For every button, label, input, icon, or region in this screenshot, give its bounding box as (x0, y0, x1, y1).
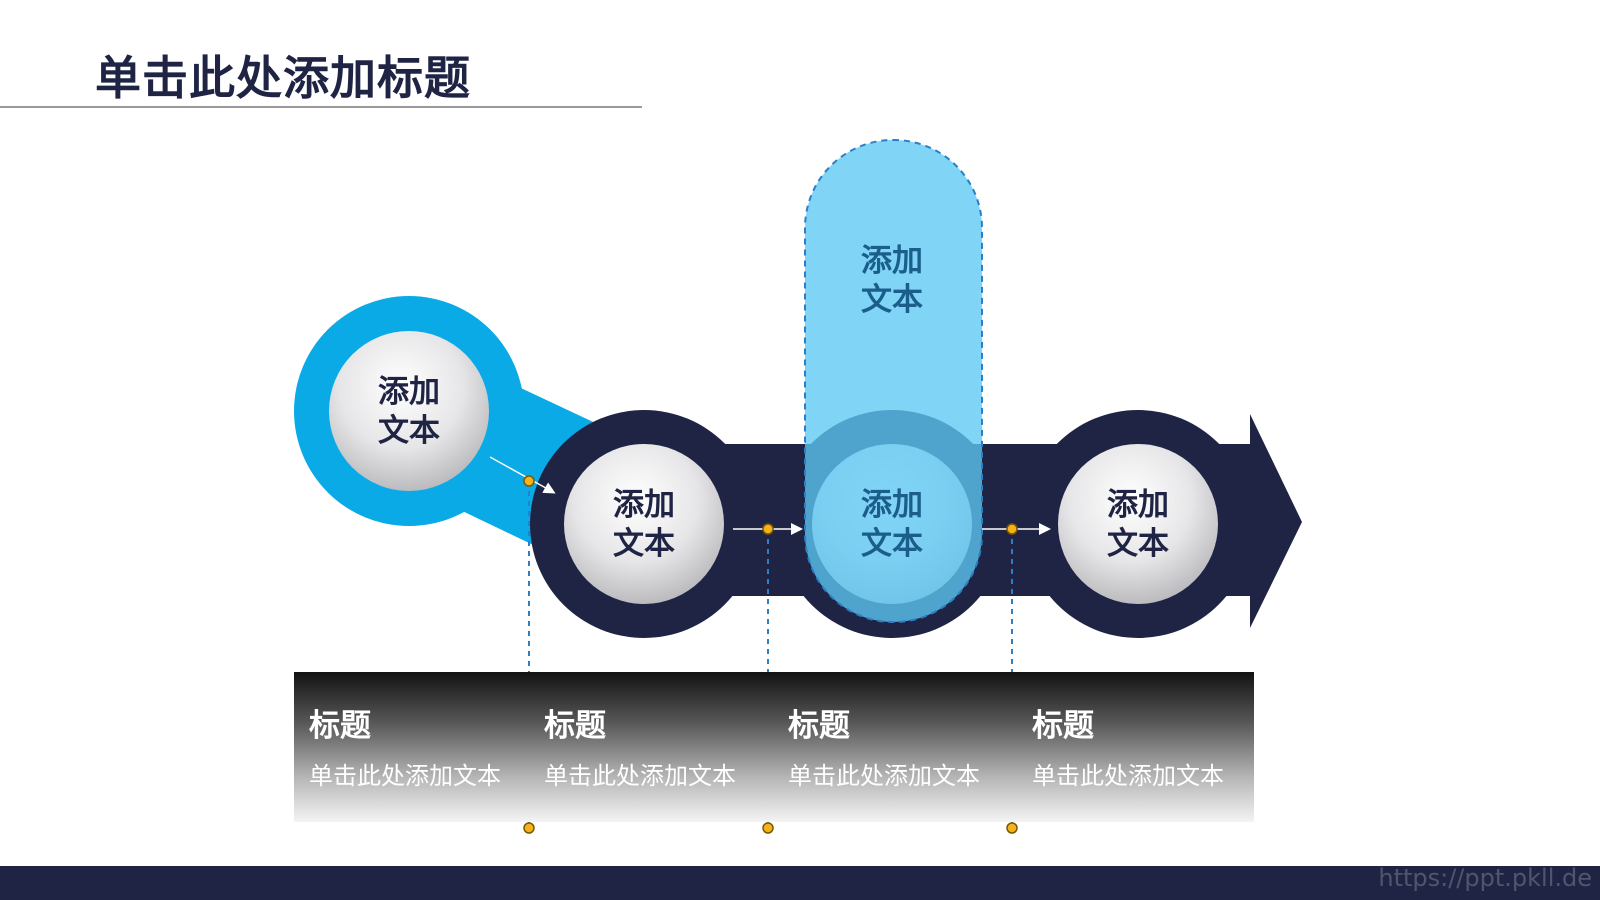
title-underline (0, 106, 642, 108)
caption-1-text: 单击此处添加文本 (309, 762, 501, 790)
leader-dot-bottom-1 (523, 822, 535, 834)
highlight-label[interactable]: 添加 文本 (812, 242, 972, 320)
arrow-head (1250, 414, 1302, 628)
leader-dot-bottom-3 (1006, 822, 1018, 834)
sphere-1 (329, 331, 489, 491)
circle-label-1[interactable]: 添加 文本 (329, 373, 489, 451)
highlight-capsule (804, 139, 983, 623)
leader-dot-bottom-2 (762, 822, 774, 834)
leader-dot-top-3 (1006, 523, 1018, 535)
slide-title[interactable]: 单击此处添加标题 (95, 51, 471, 105)
highlight-label-line1: 添加 (861, 243, 923, 279)
footer-bar (0, 866, 1600, 900)
caption-2-text: 单击此处添加文本 (544, 762, 736, 790)
circle-label-2-line2: 文本 (613, 526, 675, 562)
circle-label-2-line1: 添加 (613, 487, 675, 523)
caption-3-title: 标题 (788, 708, 850, 744)
caption-1-title: 标题 (309, 708, 371, 744)
caption-4-text: 单击此处添加文本 (1032, 762, 1224, 790)
leader-dot-top-2 (762, 523, 774, 535)
circle-label-2[interactable]: 添加 文本 (564, 486, 724, 564)
circle-label-1-line1: 添加 (378, 374, 440, 410)
circle-label-4-line1: 添加 (1107, 487, 1169, 523)
caption-strip (294, 672, 1254, 822)
circle-label-3-line1: 添加 (861, 487, 923, 523)
highlight-label-line2: 文本 (861, 282, 923, 318)
caption-4-title: 标题 (1032, 708, 1094, 744)
leader-dot-top-1 (523, 475, 535, 487)
caption-1[interactable]: 标题 单击此处添加文本 (309, 706, 539, 791)
caption-2[interactable]: 标题 单击此处添加文本 (544, 706, 774, 791)
circle-label-3[interactable]: 添加 文本 (812, 486, 972, 564)
sphere-4 (1058, 444, 1218, 604)
circle-label-1-line2: 文本 (378, 413, 440, 449)
caption-3-text: 单击此处添加文本 (788, 762, 980, 790)
circle-label-4-line2: 文本 (1107, 526, 1169, 562)
circle-label-3-line2: 文本 (861, 526, 923, 562)
circle-label-4[interactable]: 添加 文本 (1058, 486, 1218, 564)
caption-2-title: 标题 (544, 708, 606, 744)
caption-4[interactable]: 标题 单击此处添加文本 (1032, 706, 1262, 791)
sphere-2 (564, 444, 724, 604)
watermark-text: https://ppt.pkll.de (1378, 864, 1592, 892)
flow-arrow-1 (489, 456, 556, 494)
caption-3[interactable]: 标题 单击此处添加文本 (788, 706, 1018, 791)
